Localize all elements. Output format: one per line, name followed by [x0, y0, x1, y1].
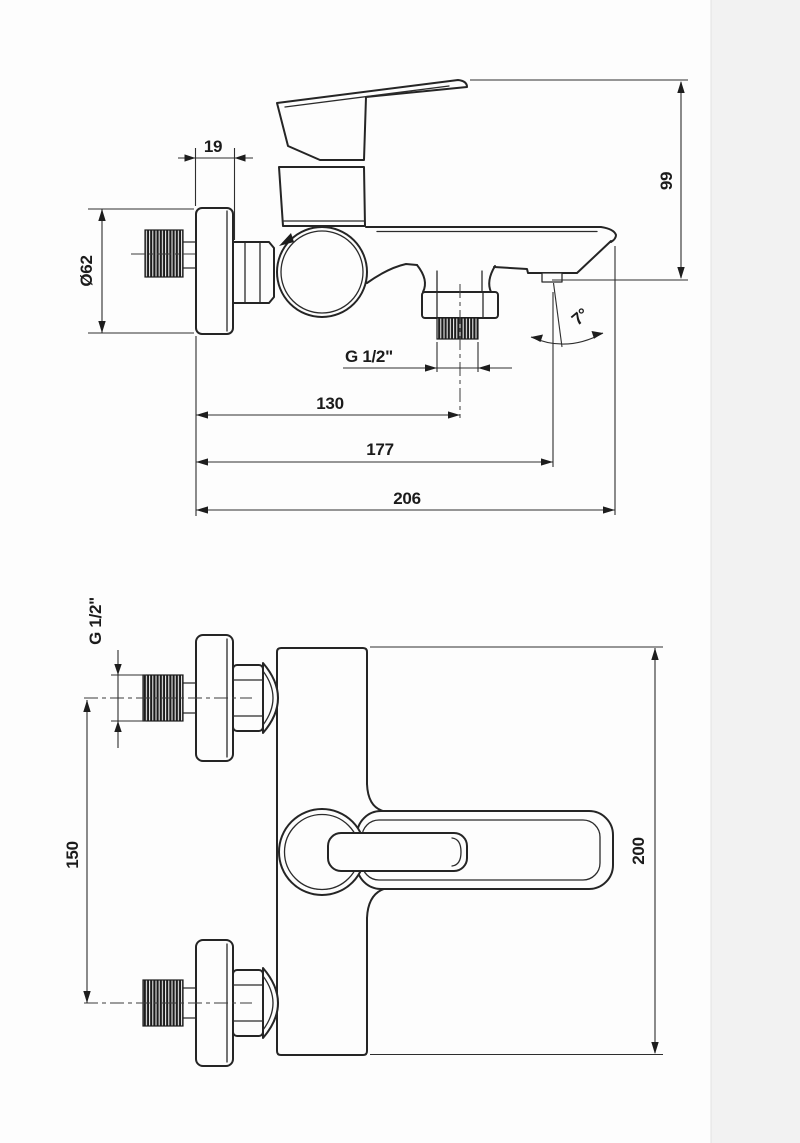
dim-label-flange-diameter: Ø62 — [77, 255, 96, 286]
page-right-margin-strip — [711, 0, 800, 1143]
side-view: 19 Ø62 99 G 1/2" 130 — [77, 79, 688, 516]
side-view-geometry — [131, 79, 617, 418]
dim-label-total-reach: 206 — [393, 489, 420, 508]
dim-label-spout-outlet-reach: 177 — [366, 440, 393, 459]
dim-label-spout-angle: 7° — [568, 304, 593, 329]
dim-label-body-height: 200 — [629, 837, 648, 864]
dim-label-wall-offset: 19 — [204, 137, 222, 156]
front-view-geometry — [84, 634, 614, 1067]
dim-label-connection-thread: G 1/2" — [86, 597, 105, 645]
dim-label-spout-height: 99 — [657, 172, 676, 190]
front-view-dimensions: G 1/2" 150 200 — [63, 597, 663, 1056]
dim-label-outlet-distance: 130 — [316, 394, 343, 413]
side-view-dimensions: 19 Ø62 99 G 1/2" 130 — [77, 79, 688, 516]
front-view: G 1/2" 150 200 — [63, 597, 663, 1067]
dim-label-connection-spacing: 150 — [63, 841, 82, 868]
dim-label-outlet-thread: G 1/2" — [345, 347, 393, 366]
